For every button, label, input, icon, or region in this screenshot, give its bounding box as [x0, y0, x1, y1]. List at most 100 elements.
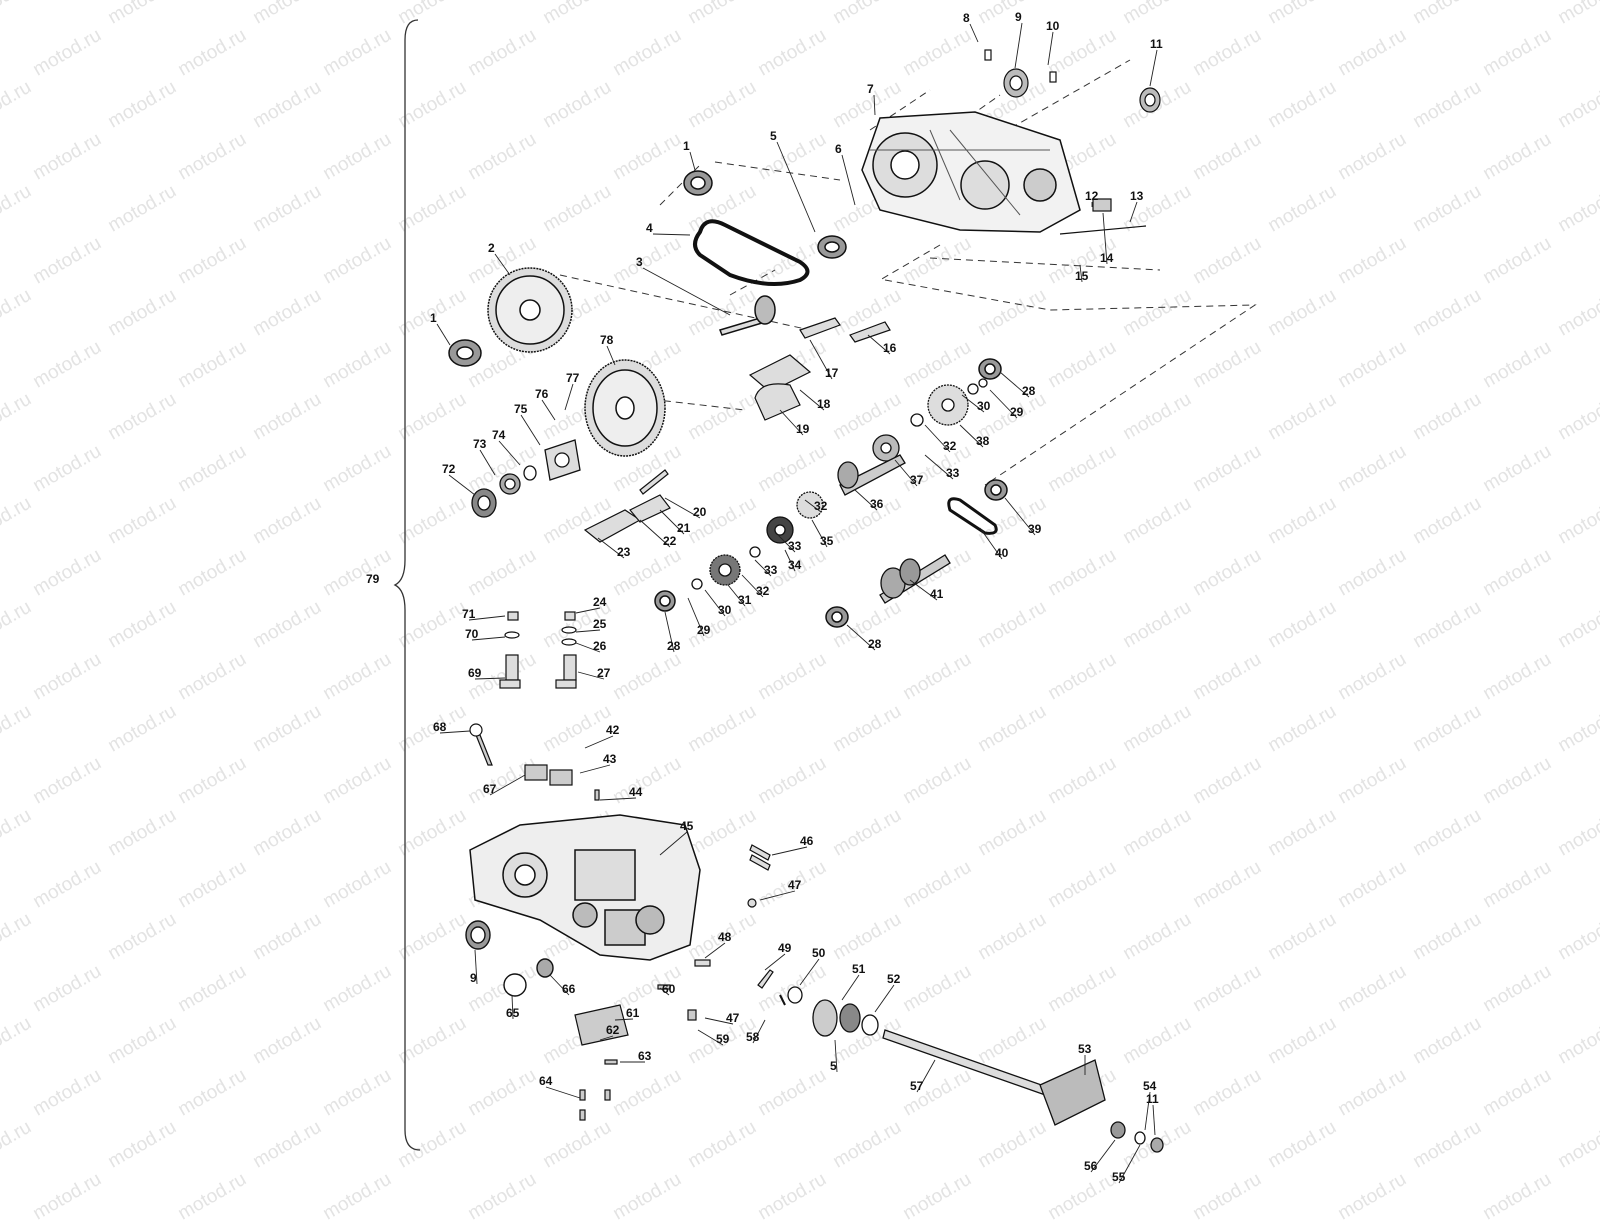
- callout-label: 68: [433, 720, 447, 734]
- callout-label: 15: [1075, 269, 1089, 283]
- main-gear-stack: [691, 378, 988, 590]
- callout-label: 49: [778, 941, 792, 955]
- input-shaft: [718, 295, 776, 336]
- callout-label: 11: [1150, 37, 1163, 51]
- callout-label: 72: [442, 462, 456, 476]
- assembly-brace: [393, 19, 421, 1151]
- callout-leader-line: [704, 1017, 734, 1025]
- callout-label: 78: [600, 333, 614, 347]
- callout-leader-line: [664, 611, 675, 653]
- shift-forks: [748, 317, 891, 421]
- callout-leader-line: [520, 414, 541, 446]
- callout-leader-line: [989, 389, 1018, 419]
- callout-label: 16: [883, 341, 897, 355]
- callout-label: 47: [726, 1011, 740, 1025]
- callout-leader-line: [599, 1035, 614, 1041]
- callout-label: 9: [1015, 10, 1022, 24]
- callout-label: 52: [887, 972, 901, 986]
- callout-label: 23: [617, 545, 631, 559]
- cover-hardware: [984, 49, 1161, 235]
- callout-label: 62: [606, 1023, 620, 1037]
- callout-label: 57: [910, 1079, 924, 1093]
- callout-leader-line: [577, 671, 605, 680]
- callout-label: 29: [1010, 405, 1024, 419]
- callout-leaders: [436, 22, 1158, 1184]
- shift-fork-set: [583, 469, 671, 543]
- callout-leader-line: [916, 1059, 936, 1093]
- callout-label: 3: [636, 255, 643, 269]
- callout-label: 12: [1085, 189, 1099, 203]
- selector-drum-parts: [471, 439, 581, 518]
- callout-leader-line: [1014, 22, 1023, 69]
- callout-label: 33: [764, 563, 778, 577]
- callout-leader-line: [564, 383, 574, 411]
- callout-label: 74: [492, 428, 506, 442]
- callout-label: 28: [868, 637, 882, 651]
- callout-leader-line: [545, 1086, 581, 1099]
- callout-label: 76: [535, 387, 549, 401]
- callout-label: 2: [488, 241, 495, 255]
- callout-leader-line: [771, 846, 808, 856]
- callout-leader-line: [697, 1029, 724, 1046]
- callout-leader-line: [1090, 1139, 1116, 1173]
- callout-label: 25: [593, 617, 607, 631]
- callout-leader-line: [599, 797, 637, 801]
- callout-leader-line: [779, 409, 804, 436]
- callout-leader-line: [489, 774, 526, 796]
- callout-leader-line: [776, 141, 816, 233]
- callout-label: 54: [1143, 1079, 1157, 1093]
- callout-label: 7: [867, 82, 874, 96]
- callout-label: 20: [693, 505, 707, 519]
- callout-leader-line: [479, 449, 496, 476]
- callout-label: 31: [738, 593, 752, 607]
- callout-label: 30: [718, 603, 732, 617]
- callout-label: 28: [667, 639, 681, 653]
- callout-leader-line: [687, 597, 705, 637]
- callout-leader-line: [811, 519, 828, 548]
- callout-label: 19: [796, 422, 810, 436]
- callout-leader-line: [498, 440, 521, 466]
- callout-label: 45: [680, 819, 694, 833]
- callout-label: 59: [716, 1032, 730, 1046]
- callout-leader-line: [804, 499, 822, 513]
- callout-label: 53: [1078, 1042, 1092, 1056]
- callout-leader-line: [474, 949, 478, 985]
- callout-leader-line: [474, 677, 506, 680]
- callout-leader-line: [959, 424, 984, 448]
- callout-leader-line: [659, 987, 670, 996]
- callout-leader-line: [969, 23, 979, 43]
- callout-leader-line: [468, 615, 506, 621]
- callout-label: 38: [976, 434, 990, 448]
- callout-leader-line: [597, 537, 625, 559]
- callout-leader-line: [754, 559, 772, 577]
- callout-label: 41: [930, 587, 944, 601]
- callout-leader-line: [854, 489, 878, 511]
- callout-label: 33: [946, 466, 960, 480]
- callout-label: 75: [514, 402, 528, 416]
- callout-label: 65: [506, 1006, 520, 1020]
- callout-label: 28: [1022, 384, 1036, 398]
- callout-label: 10: [1046, 19, 1060, 33]
- callout-label: 32: [943, 439, 957, 453]
- callout-leader-line: [784, 549, 796, 572]
- case-seals: [465, 920, 554, 997]
- callout-label: 48: [718, 930, 732, 944]
- callout-leader-line: [1079, 264, 1083, 283]
- callout-label: 56: [1084, 1159, 1098, 1173]
- callout-leader-line: [704, 942, 726, 959]
- callout-label: 8: [963, 11, 970, 25]
- callout-leader-line: [659, 831, 688, 856]
- callout-leader-line: [799, 389, 825, 411]
- callout-leader-line: [979, 527, 1003, 560]
- callout-label: 6: [835, 142, 842, 156]
- output-shaft: [787, 986, 1164, 1153]
- bearings: [448, 170, 1008, 628]
- callout-label: 50: [812, 946, 826, 960]
- callout-label: 60: [662, 982, 676, 996]
- drive-chain: [693, 219, 810, 286]
- callout-label: 42: [606, 723, 620, 737]
- callout-label: 5: [770, 129, 777, 143]
- callout-leader-line: [874, 984, 895, 1013]
- callout-leader-line: [579, 764, 611, 774]
